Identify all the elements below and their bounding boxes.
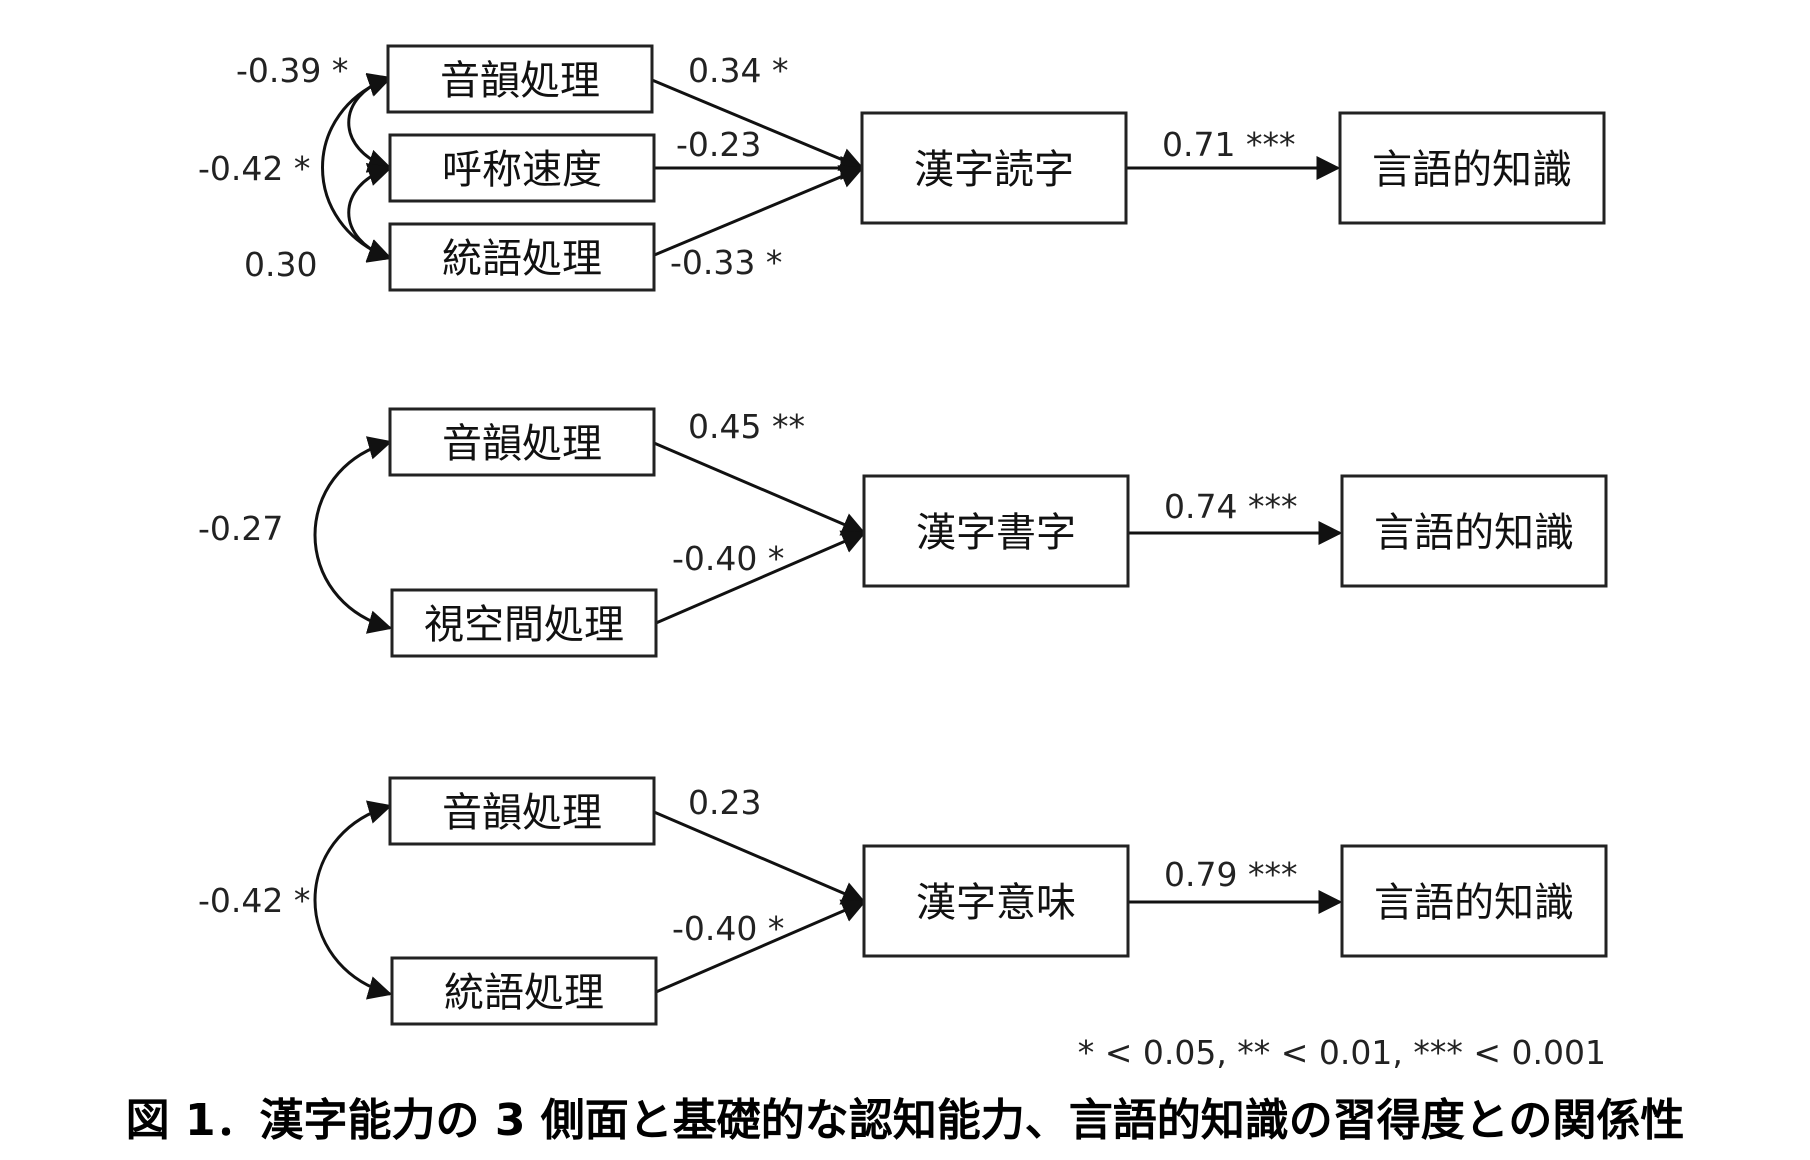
target-label: 言語的知識 <box>1372 147 1572 193</box>
outcome-box <box>862 474 1130 588</box>
path-coefficient: -0.23 <box>676 125 761 164</box>
predictor-label: 音韻処理 <box>442 790 602 836</box>
correlation-coefficient: 0.30 <box>244 245 317 284</box>
path-coefficient: 0.45 ** <box>688 407 805 446</box>
target-label: 言語的知識 <box>1374 510 1574 556</box>
path-coefficient: 0.34 * <box>688 51 788 90</box>
correlation-curve <box>347 162 393 263</box>
target-box <box>1340 844 1608 958</box>
predictor-box <box>390 956 658 1026</box>
outcome-label: 漢字読字 <box>914 147 1074 193</box>
panel-1: 音韻処理 呼称速度 統語処理 漢字読字 言語的知識 0.34 * -0.23 -… <box>198 44 1606 292</box>
path-arrow <box>655 899 867 994</box>
path-coefficient: -0.33 * <box>670 243 782 282</box>
target-box <box>1340 474 1608 588</box>
predictor-label: 統語処理 <box>444 970 604 1016</box>
path-coefficient: 0.74 *** <box>1164 487 1297 526</box>
outcome-label: 漢字書字 <box>916 510 1076 556</box>
panel-2: 音韻処理 視空間処理 漢字書字 言語的知識 0.45 ** -0.40 * 0.… <box>198 407 1608 658</box>
path-coefficient: -0.40 * <box>672 909 784 948</box>
outcome-label: 漢字意味 <box>916 880 1076 926</box>
target-label: 言語的知識 <box>1374 880 1574 926</box>
outcome-box <box>860 111 1128 225</box>
predictor-label: 視空間処理 <box>424 602 624 648</box>
panel-3: 音韻処理 統語処理 漢字意味 言語的知識 0.23 -0.40 * 0.79 *… <box>198 776 1608 1026</box>
path-arrow <box>651 78 865 171</box>
path-coefficient: 0.79 *** <box>1164 855 1297 894</box>
predictor-label: 音韻処理 <box>442 421 602 467</box>
predictor-box <box>388 776 656 846</box>
path-coefficient: 0.71 *** <box>1162 125 1295 164</box>
correlation-coefficient: -0.42 * <box>198 881 310 920</box>
path-coefficient: 0.23 <box>688 783 761 822</box>
target-box <box>1338 111 1606 225</box>
predictor-box <box>388 133 656 203</box>
correlation-curve <box>313 800 393 1000</box>
figure-caption: 図 1．漢字能力の 3 側面と基礎的な認知能力、言語的知識の習得度との関係性 <box>126 1095 1685 1146</box>
predictor-box <box>388 222 656 292</box>
predictor-box <box>386 44 654 114</box>
correlation-coefficient: -0.27 <box>198 509 283 548</box>
predictor-label: 音韻処理 <box>440 58 600 104</box>
path-arrow <box>653 441 867 536</box>
correlation-curve <box>347 72 393 173</box>
predictor-box <box>390 588 658 658</box>
correlation-coefficient: -0.42 * <box>198 149 310 188</box>
correlation-curve <box>313 436 393 634</box>
path-arrow <box>655 530 867 625</box>
path-arrow <box>651 165 865 258</box>
significance-legend: * < 0.05, ** < 0.01, *** < 0.001 <box>1078 1033 1606 1072</box>
path-coefficient: -0.40 * <box>672 539 784 578</box>
path-arrow <box>653 810 867 905</box>
outcome-box <box>862 844 1130 958</box>
correlation-curve <box>321 73 393 262</box>
predictor-label: 統語処理 <box>442 236 602 282</box>
predictor-box <box>388 407 656 477</box>
predictor-label: 呼称速度 <box>442 147 602 193</box>
correlation-coefficient: -0.39 * <box>236 51 348 90</box>
